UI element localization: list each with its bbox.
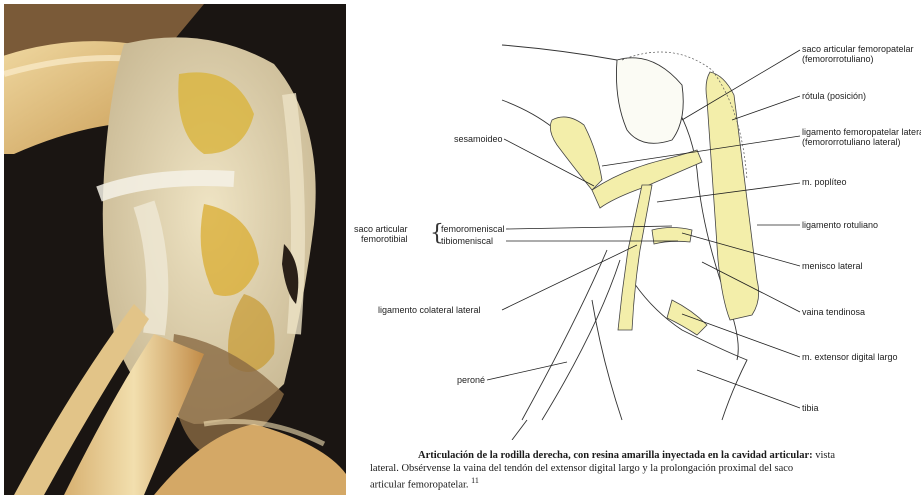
- label-rotula: rótula (posición): [802, 91, 866, 101]
- label-text: (femororrotuliano): [802, 54, 874, 64]
- label-sesamoideo: sesamoideo: [454, 134, 503, 144]
- caption-text-1: vista: [813, 450, 835, 461]
- label-menisco-lateral: menisco lateral: [802, 261, 863, 271]
- caption-line-1: Articulación de la rodilla derecha, con …: [370, 450, 915, 463]
- label-tibia: tibia: [802, 403, 819, 413]
- label-ligamento-rotuliano: ligamento rotuliano: [802, 220, 878, 230]
- label-saco-femororrotuliano: saco articular femoropatelar (femororrot…: [802, 44, 914, 64]
- label-text: ligamento femoropatelar lateral: [802, 127, 921, 137]
- label-ligamento-femoropatelar: ligamento femoropatelar lateral (femoror…: [802, 127, 921, 147]
- label-perone: peroné: [457, 375, 485, 385]
- label-popliteo: m. poplíteo: [802, 177, 847, 187]
- label-text: (femororrotuliano lateral): [802, 137, 901, 147]
- caption-footnote: 11: [471, 476, 479, 485]
- label-femoromeniscal: femoromeniscal: [441, 224, 505, 234]
- label-text: saco articular: [354, 224, 408, 234]
- caption-title: Articulación de la rodilla derecha, con …: [418, 450, 813, 461]
- label-extensor: m. extensor digital largo: [802, 352, 898, 362]
- caption-line-3: articular femoropatelar.: [370, 480, 469, 491]
- figure-caption: Articulación de la rodilla derecha, con …: [370, 450, 915, 492]
- caption-line-2: lateral. Obsérvense la vaina del tendón …: [370, 463, 793, 474]
- label-vaina-tendinosa: vaina tendinosa: [802, 307, 865, 317]
- specimen-photo: [4, 4, 346, 495]
- label-saco-femorotibial: saco articular femorotibial: [354, 224, 408, 244]
- label-tibiomeniscal: tibiomeniscal: [441, 236, 493, 246]
- label-text: saco articular femoropatelar: [802, 44, 914, 54]
- label-ligamento-colateral: ligamento colateral lateral: [378, 305, 481, 315]
- label-text: femorotibial: [361, 234, 408, 244]
